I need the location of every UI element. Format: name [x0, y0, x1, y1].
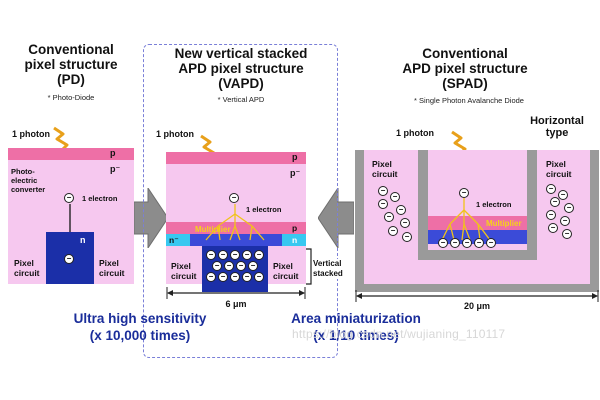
pd-converter-label: Photo- electric converter [11, 167, 46, 194]
spad-horizontal-type-label: Horizontal type [530, 115, 584, 139]
vapd-n-label: n [292, 235, 298, 245]
spad-wall-bottom [418, 250, 537, 260]
pd-p-layer [8, 148, 134, 160]
vapd-multiplier-label: Multiplier [195, 225, 231, 234]
right-pointing-arrow-icon [134, 188, 168, 248]
spad-wall-right [527, 150, 537, 260]
vapd-n-layer [166, 234, 306, 246]
pd-electron-collected-icon [64, 254, 74, 264]
vapd-avalanche-tree-icon [205, 204, 265, 241]
vapd-nminus-left [166, 234, 190, 246]
pd-electron-label: 1 electron [82, 194, 118, 203]
vapd-pminus-label: p⁻ [290, 168, 301, 178]
pd-pixel-circuit-left: Pixel circuit [14, 258, 40, 278]
watermark: https://blog.csdn.net/wujianing_110117 [292, 327, 506, 341]
vapd-width-dimension-icon [166, 287, 306, 299]
spad-note: * Single Photon Avalanche Diode [414, 96, 524, 105]
pd-note: * Photo-Diode [47, 93, 95, 102]
pd-electron-icon [64, 193, 74, 203]
vapd-photon-label: 1 photon [156, 129, 194, 139]
vapd-pixel-circuit-right: Pixel circuit [273, 261, 299, 281]
vapd-dashed-frame [143, 44, 338, 358]
spad-width-dimension-icon [355, 290, 599, 302]
spad-wall-left [418, 150, 428, 260]
spad-electron-icon [459, 188, 469, 198]
vapd-width-label: 6 μm [225, 299, 247, 309]
pd-n-label: n [80, 235, 86, 245]
spad-multiplier-label: Multiplier [486, 219, 522, 228]
vapd-stack-bracket-icon [306, 248, 312, 285]
pd-photon-label: 1 photon [12, 129, 50, 139]
vapd-nminus-label: n⁻ [169, 235, 179, 245]
pd-p-label: p [110, 148, 116, 158]
sensitivity-caption: Ultra high sensitivity (x 10,000 times) [73, 311, 207, 343]
vapd-p-label: p [292, 152, 298, 162]
spad-width-label: 20 μm [463, 301, 491, 311]
pd-pminus-label: p⁻ [110, 164, 121, 174]
vapd-electron-label: 1 electron [246, 205, 282, 214]
vapd-p-layer [166, 152, 306, 164]
pd-title: Conventional pixel structure (PD) [24, 42, 118, 87]
spad-pixel-circuit-left: Pixel circuit [372, 159, 398, 179]
vapd-note: * Vertical APD [217, 95, 265, 104]
left-pointing-arrow-icon [318, 188, 354, 248]
vapd-pixel-circuit-left: Pixel circuit [171, 261, 197, 281]
vapd-title: New vertical stacked APD pixel structure… [174, 46, 308, 91]
vapd-nminus-right [282, 234, 306, 246]
spad-title: Conventional APD pixel structure (SPAD) [402, 46, 528, 91]
vapd-vertical-stacked-label: Vertical stacked [313, 259, 343, 279]
vapd-p2-label: p [292, 223, 298, 233]
vapd-electron-icon [229, 193, 239, 203]
miniaturization-caption: Area miniaturization (x 1/10 times) [291, 311, 421, 343]
spad-electron-label: 1 electron [476, 200, 512, 209]
pd-pixel-circuit-right: Pixel circuit [99, 258, 125, 278]
spad-photon-label: 1 photon [396, 128, 434, 138]
spad-pixel-circuit-right: Pixel circuit [546, 159, 572, 179]
